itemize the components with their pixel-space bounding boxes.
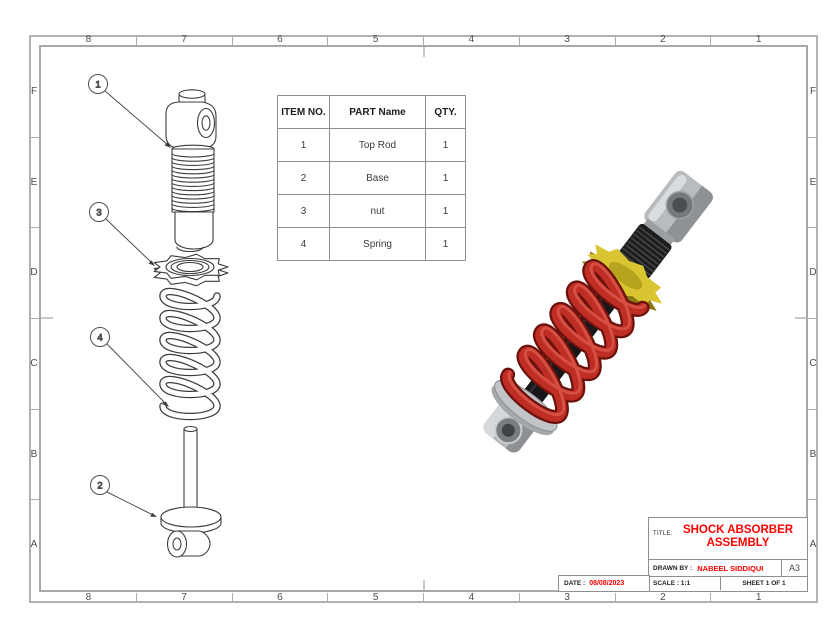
zone-row-label: C xyxy=(29,319,39,410)
frame-center-marks xyxy=(41,46,807,591)
svg-text:4: 4 xyxy=(97,333,102,344)
zone-col-label: 5 xyxy=(328,593,424,603)
drawn-by-label: DRAWN BY : xyxy=(653,564,693,572)
zone-col-label: 8 xyxy=(41,593,137,603)
zone-row-label: B xyxy=(29,410,39,501)
render-spring xyxy=(500,259,650,424)
zone-col-label: 7 xyxy=(137,593,233,603)
svg-text:2: 2 xyxy=(97,481,102,492)
drawing-title-line1: SHOCK ABSORBER xyxy=(682,524,794,536)
bom-row: 3 nut 1 xyxy=(277,194,466,228)
bom-cell-item: 4 xyxy=(277,227,330,261)
zone-col-label: 1 xyxy=(755,34,762,45)
bom-cell-part: nut xyxy=(329,194,426,228)
zone-columns-bottom: 8 7 6 5 4 3 2 1 xyxy=(41,593,806,603)
zone-row-label: B xyxy=(808,410,818,501)
svg-text:3: 3 xyxy=(96,208,101,219)
zone-row-label: E xyxy=(29,138,39,229)
balloon-2: 2 xyxy=(90,475,110,495)
assembly-render xyxy=(483,170,713,453)
zone-row-label: E xyxy=(808,138,818,229)
drawing-title-line2: ASSEMBLY xyxy=(706,537,770,549)
bom-header-item: ITEM NO. xyxy=(277,95,330,129)
zone-col-label: 2 xyxy=(616,35,712,45)
balloon-3: 3 xyxy=(89,202,109,222)
zone-row-label: D xyxy=(808,228,818,320)
bom-header-row: ITEM NO. PART Name QTY. xyxy=(277,95,466,129)
date-cell: DATE : 08/08/2023 xyxy=(558,575,650,592)
zone-col-label: 6 xyxy=(233,593,329,603)
zone-col-label: 5 xyxy=(328,35,424,45)
zone-row-label: F xyxy=(808,47,818,138)
title-row: TITLE: SHOCK ABSORBER ASSEMBLY xyxy=(649,518,807,560)
nut-drawing xyxy=(153,253,229,287)
zone-columns-top: 8 7 6 5 4 3 2 1 xyxy=(41,35,806,45)
bom-cell-qty: 1 xyxy=(425,128,466,162)
zone-rows-left: F E D C B A xyxy=(29,47,39,590)
zone-col-label: 7 xyxy=(137,35,233,45)
bom-table: ITEM NO. PART Name QTY. 1 Top Rod 1 2 Ba… xyxy=(277,95,466,261)
zone-col-label: 4 xyxy=(424,35,520,45)
bom-cell-qty: 1 xyxy=(425,227,466,261)
bom-cell-qty: 1 xyxy=(425,161,466,195)
balloon-4: 4 xyxy=(90,327,110,347)
bom-cell-item: 3 xyxy=(277,194,330,228)
bom-cell-part: Spring xyxy=(329,227,426,261)
drawing-title: SHOCK ABSORBER ASSEMBLY xyxy=(649,518,807,550)
bom-row: 2 Base 1 xyxy=(277,161,466,195)
zone-col-label: 3 xyxy=(520,35,616,45)
bom-cell-part: Top Rod xyxy=(329,128,426,162)
bom-header-part: PART Name xyxy=(329,95,426,129)
zone-col-label: 8 xyxy=(41,35,137,45)
zone-col-label: 3 xyxy=(520,593,616,603)
bom-cell-qty: 1 xyxy=(425,194,466,228)
balloon-callouts: 1 3 4 2 xyxy=(88,74,171,517)
zone-row-label: A xyxy=(30,539,38,551)
scale-sheet-row: SCALE : 1:1 SHEET 1 OF 1 xyxy=(649,577,807,590)
drawn-by-cell: DRAWN BY : NABEEL SIDDIQUI xyxy=(649,560,781,576)
bom-row: 1 Top Rod 1 xyxy=(277,128,466,162)
base-drawing xyxy=(160,425,222,558)
bom-cell-item: 1 xyxy=(277,128,330,162)
bom-row: 4 Spring 1 xyxy=(277,227,466,261)
date-label: DATE : xyxy=(564,580,586,587)
paper-size: A3 xyxy=(781,560,807,576)
drawn-by-value: NABEEL SIDDIQUI xyxy=(697,563,764,573)
bom-cell-item: 2 xyxy=(277,161,330,195)
balloon-1: 1 xyxy=(88,74,108,94)
zone-row-label: D xyxy=(29,228,39,320)
title-label: TITLE: xyxy=(653,531,673,537)
svg-text:1: 1 xyxy=(95,80,100,91)
sheet-inner-border xyxy=(39,45,808,592)
date-value: 08/08/2023 xyxy=(589,580,625,587)
zone-row-label: F xyxy=(29,47,39,138)
zone-col-label: 2 xyxy=(616,593,712,603)
title-block: TITLE: SHOCK ABSORBER ASSEMBLY DRAWN BY … xyxy=(648,517,808,592)
top-rod-drawing xyxy=(165,89,217,253)
zone-col-label: 4 xyxy=(424,593,520,603)
zone-col-label: 6 xyxy=(233,35,329,45)
bom-cell-part: Base xyxy=(329,161,426,195)
zone-rows-right: F E D C B A xyxy=(808,47,818,590)
sheet-label: SHEET 1 OF 1 xyxy=(742,580,786,587)
zone-row-label: A xyxy=(809,539,817,551)
bom-header-qty: QTY. xyxy=(425,95,466,129)
spring-drawing xyxy=(159,287,221,421)
zone-col-label: 1 xyxy=(755,592,762,603)
render-top-eyelet xyxy=(641,170,713,248)
drawn-by-row: DRAWN BY : NABEEL SIDDIQUI A3 xyxy=(649,560,807,577)
zone-row-label: C xyxy=(808,319,818,410)
scale-label: SCALE : 1:1 xyxy=(649,577,721,590)
